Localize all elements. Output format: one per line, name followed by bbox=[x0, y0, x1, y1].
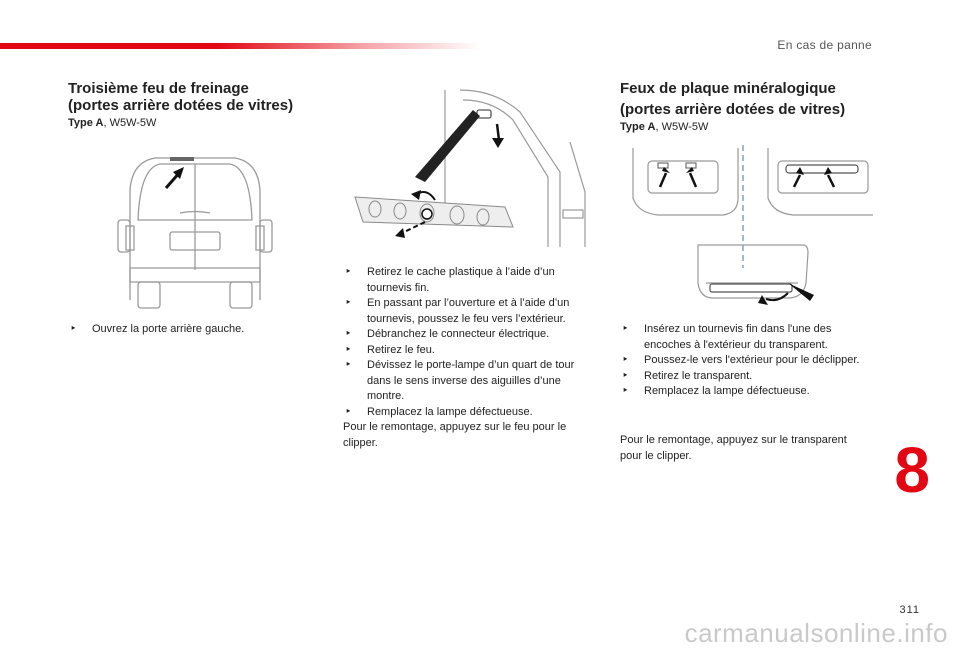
left-section-title: Troisième feu de freinage (portes arrièr… bbox=[68, 80, 293, 114]
left-type-label: Type A bbox=[68, 117, 104, 129]
left-step: Ouvrez la porte arrière gauche. bbox=[68, 322, 288, 338]
left-type-line: Type A, W5W-5W bbox=[68, 117, 156, 129]
right-step: Insérez un tournevis fin dans l'une des … bbox=[620, 322, 870, 353]
middle-step: En passant par l’ouverture et à l’aide d… bbox=[343, 296, 598, 327]
van-rear-illustration bbox=[117, 157, 273, 309]
chapter-number: 8 bbox=[894, 434, 930, 506]
left-type-value: , W5W-5W bbox=[103, 117, 157, 129]
left-steps: Ouvrez la porte arrière gauche. bbox=[68, 322, 288, 338]
middle-step: Retirez le feu. bbox=[343, 343, 598, 359]
right-note: Pour le remontage, appuyez sur le transp… bbox=[620, 434, 847, 462]
middle-step: Débranchez le connecteur électrique. bbox=[343, 327, 598, 343]
right-type-line: Type A, W5W-5W bbox=[620, 121, 708, 133]
plate-lamp-illustration bbox=[632, 145, 873, 305]
middle-step: Remplacez la lampe défectueuse. bbox=[343, 405, 598, 421]
right-step: Retirez le transparent. bbox=[620, 369, 870, 385]
left-title-line1: Troisième feu de freinage bbox=[68, 80, 249, 97]
middle-step: Retirez le cache plastique à l’aide d’un… bbox=[343, 265, 598, 296]
chapter-title: En cas de panne bbox=[777, 38, 872, 52]
stop-lamp-removal-illustration bbox=[354, 89, 586, 247]
right-type-value: , W5W-5W bbox=[655, 121, 709, 133]
right-title-line2: (portes arrière dotées de vitres) bbox=[620, 101, 846, 118]
right-step: Poussez-le vers l'extérieur pour le décl… bbox=[620, 353, 870, 369]
right-type-label: Type A bbox=[620, 121, 656, 133]
page-number: 311 bbox=[899, 604, 920, 616]
right-section-title: Feux de plaque minéralogique (portes arr… bbox=[620, 78, 845, 120]
watermark: carmanualsonline.info bbox=[684, 618, 948, 648]
middle-steps: Retirez le cache plastique à l’aide d’un… bbox=[343, 265, 598, 420]
middle-step: Dévissez le porte-lampe d’un quart de to… bbox=[343, 358, 598, 405]
middle-note: Pour le remontage, appuyez sur le feu po… bbox=[343, 421, 567, 449]
right-steps: Insérez un tournevis fin dans l'une des … bbox=[620, 322, 870, 400]
chapter-color-bar bbox=[0, 43, 480, 49]
right-title-line1: Feux de plaque minéralogique bbox=[620, 80, 836, 97]
left-title-line2: (portes arrière dotées de vitres) bbox=[68, 97, 294, 114]
right-step: Remplacez la lampe défectueuse. bbox=[620, 384, 870, 400]
